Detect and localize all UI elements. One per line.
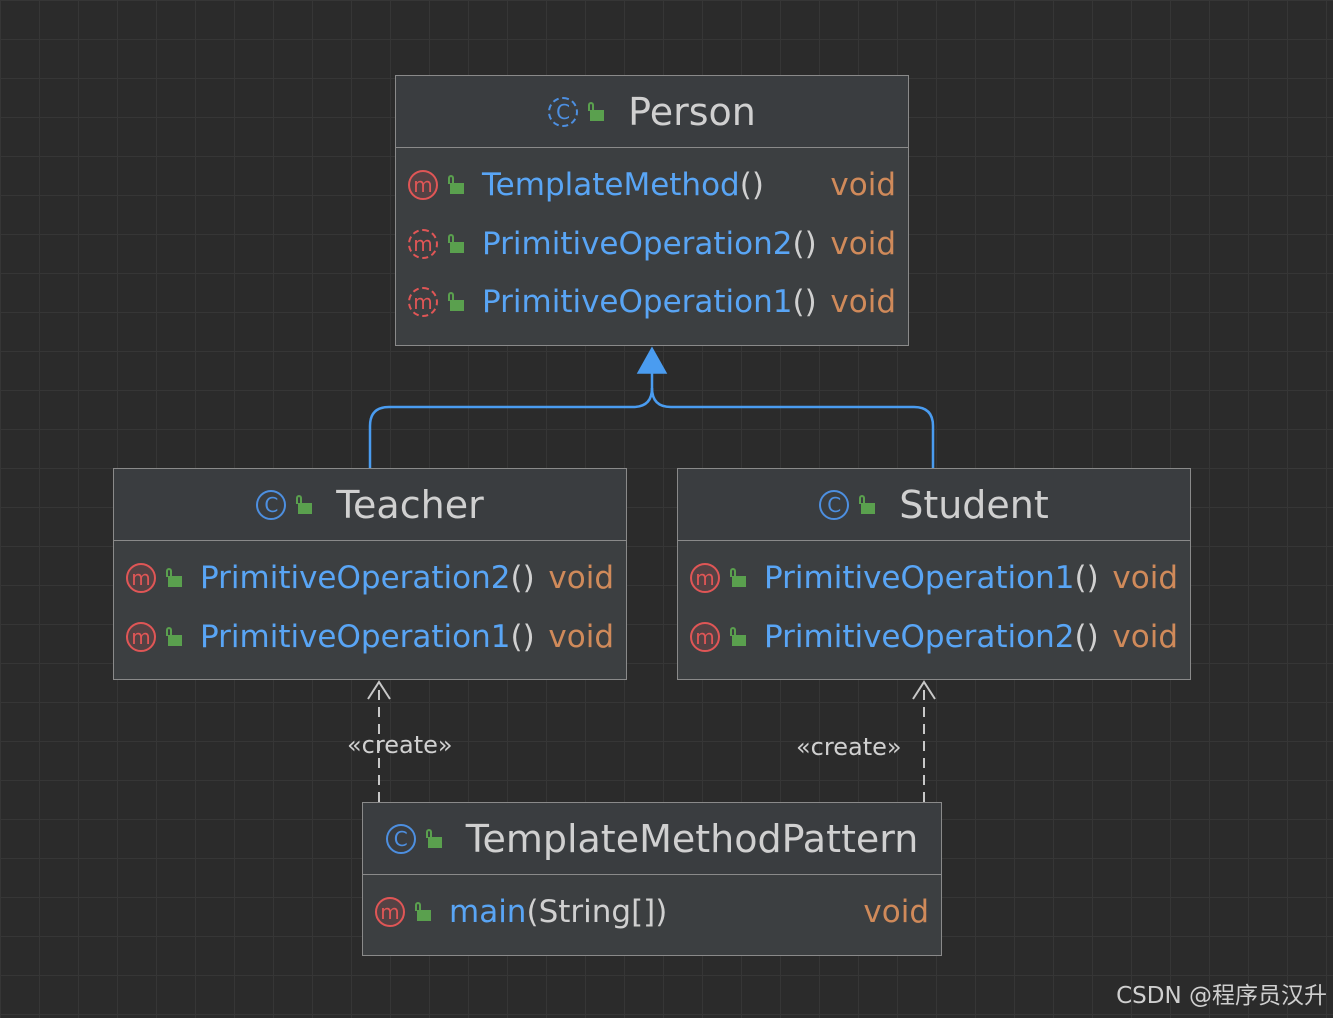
public-visibility-icon: [166, 568, 184, 588]
method-icon: m: [690, 563, 720, 594]
return-type: void: [1112, 560, 1178, 597]
dependency-arrowhead-student: [912, 680, 936, 700]
method-icon: m: [690, 621, 720, 652]
public-visibility-icon: [296, 494, 314, 515]
member-list: m PrimitiveOperation1 () void m Primitiv…: [678, 541, 1190, 672]
class-header: C Person: [396, 76, 908, 148]
method-name: main: [449, 894, 527, 931]
method-params: (String[]): [526, 894, 668, 931]
method-name: PrimitiveOperation1: [482, 284, 793, 321]
class-header: C TemplateMethodPattern: [363, 803, 941, 875]
class-template-method-pattern[interactable]: C TemplateMethodPattern m main (String[]…: [362, 802, 942, 956]
class-header: C Teacher: [114, 469, 626, 541]
class-name: Student: [899, 482, 1049, 527]
return-type: void: [1112, 618, 1178, 655]
create-stereotype-label: «create»: [347, 731, 453, 759]
generalization-student-person[interactable]: [650, 387, 935, 468]
return-type: void: [830, 284, 896, 321]
class-name: Teacher: [336, 482, 484, 527]
member-list: m PrimitiveOperation2 () void m Primitiv…: [114, 541, 626, 672]
method-row[interactable]: m PrimitiveOperation1 () void: [408, 273, 896, 332]
public-visibility-icon: [166, 626, 184, 647]
generalization-arrowhead: [636, 346, 668, 374]
create-stereotype-label: «create»: [796, 733, 902, 761]
method-name: PrimitiveOperation2: [200, 560, 511, 597]
class-name: TemplateMethodPattern: [465, 816, 919, 861]
method-icon: m: [375, 897, 405, 928]
class-icon: C: [385, 823, 416, 854]
class-icon: C: [819, 489, 850, 520]
method-row[interactable]: m TemplateMethod () void: [408, 156, 896, 215]
method-name: PrimitiveOperation2: [482, 225, 793, 262]
abstract-method-icon: m: [408, 228, 438, 259]
abstract-method-icon: m: [408, 287, 438, 318]
generalization-teacher-person[interactable]: [368, 370, 654, 468]
return-type: void: [548, 560, 614, 597]
method-params: (): [792, 284, 817, 321]
public-visibility-icon: [859, 494, 877, 515]
return-type: void: [548, 618, 614, 655]
public-visibility-icon: [425, 828, 444, 849]
public-visibility-icon: [730, 626, 748, 647]
public-visibility-icon: [730, 568, 748, 588]
public-visibility-icon: [448, 175, 466, 195]
method-params: (): [510, 560, 535, 597]
method-params: (): [1074, 618, 1099, 655]
dependency-arrowhead-teacher: [367, 680, 391, 700]
class-student[interactable]: C Student m PrimitiveOperation1 () void …: [677, 468, 1191, 680]
class-teacher[interactable]: C Teacher m PrimitiveOperation2 () void …: [113, 468, 627, 680]
member-list: m TemplateMethod () void m PrimitiveOper…: [396, 148, 908, 338]
method-icon: m: [126, 621, 156, 652]
method-name: TemplateMethod: [482, 167, 740, 204]
method-row[interactable]: m PrimitiveOperation2 () void: [126, 549, 614, 608]
watermark: CSDN @程序员汉升: [1116, 983, 1327, 1009]
return-type: void: [863, 894, 929, 931]
method-params: (): [510, 618, 535, 655]
class-name: Person: [628, 89, 756, 134]
method-name: PrimitiveOperation1: [200, 618, 511, 655]
member-list: m main (String[]) void: [363, 875, 941, 948]
method-row[interactable]: m PrimitiveOperation1 () void: [690, 549, 1178, 608]
method-params: (): [1074, 560, 1099, 597]
method-row[interactable]: m main (String[]) void: [375, 883, 929, 942]
public-visibility-icon: [588, 101, 606, 122]
class-person[interactable]: C Person m TemplateMethod () void m Prim…: [395, 75, 909, 346]
method-name: PrimitiveOperation2: [764, 618, 1075, 655]
method-row[interactable]: m PrimitiveOperation2 () void: [690, 608, 1178, 667]
class-header: C Student: [678, 469, 1190, 541]
class-icon: C: [256, 489, 287, 520]
class-icon: C: [548, 96, 579, 127]
public-visibility-icon: [448, 233, 466, 254]
method-params: (): [739, 167, 764, 204]
method-params: (): [792, 225, 817, 262]
public-visibility-icon: [415, 902, 433, 922]
return-type: void: [830, 225, 896, 262]
method-row[interactable]: m PrimitiveOperation1 () void: [126, 608, 614, 667]
method-icon: m: [126, 563, 156, 594]
method-name: PrimitiveOperation1: [764, 560, 1075, 597]
method-icon: m: [408, 170, 438, 201]
public-visibility-icon: [448, 292, 466, 312]
return-type: void: [830, 167, 896, 204]
method-row[interactable]: m PrimitiveOperation2 () void: [408, 215, 896, 274]
